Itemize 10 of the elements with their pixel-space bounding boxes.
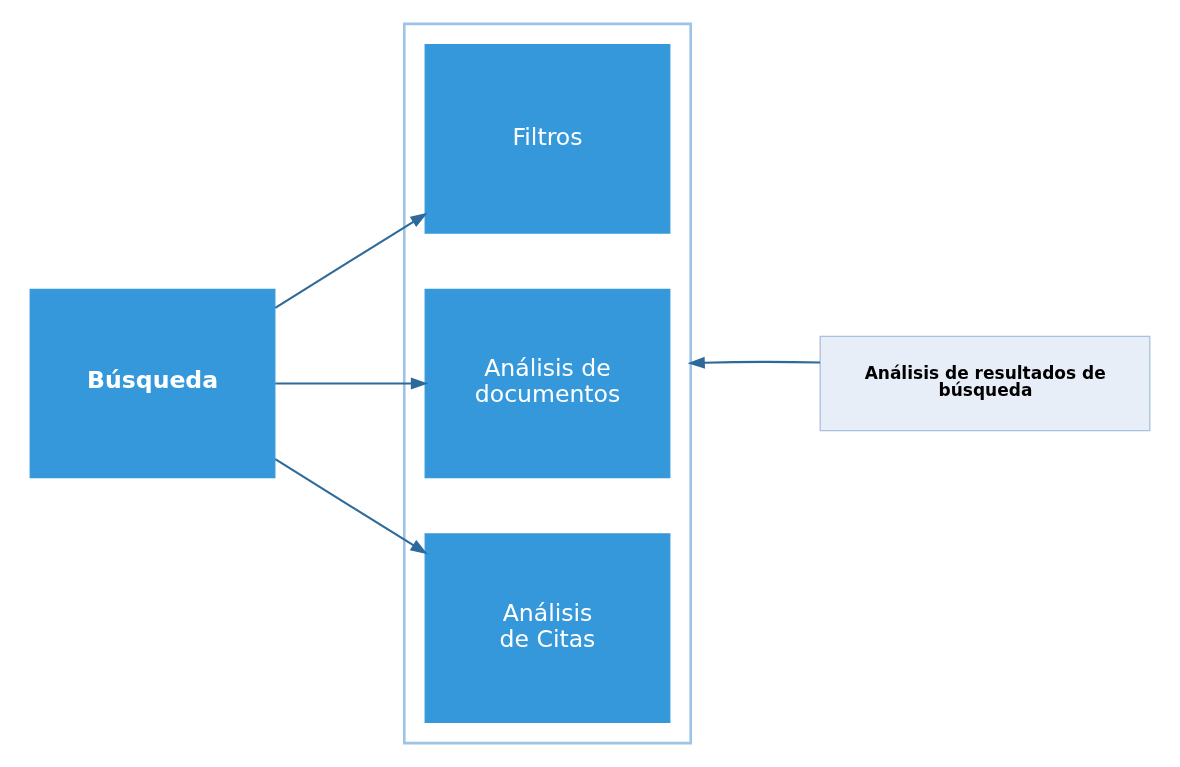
arrow (274, 458, 428, 555)
node-box: Análisis de Citas (424, 533, 671, 723)
arrow (687, 356, 821, 369)
node-box: Filtros (424, 44, 671, 234)
cluster (402, 22, 692, 745)
arrow (274, 212, 428, 309)
arrow (275, 377, 429, 390)
node-box: Análisis de resultados de búsqueda (819, 335, 1151, 432)
node-box: Búsqueda (29, 288, 276, 479)
node-box: Análisis de documentos (424, 288, 671, 479)
